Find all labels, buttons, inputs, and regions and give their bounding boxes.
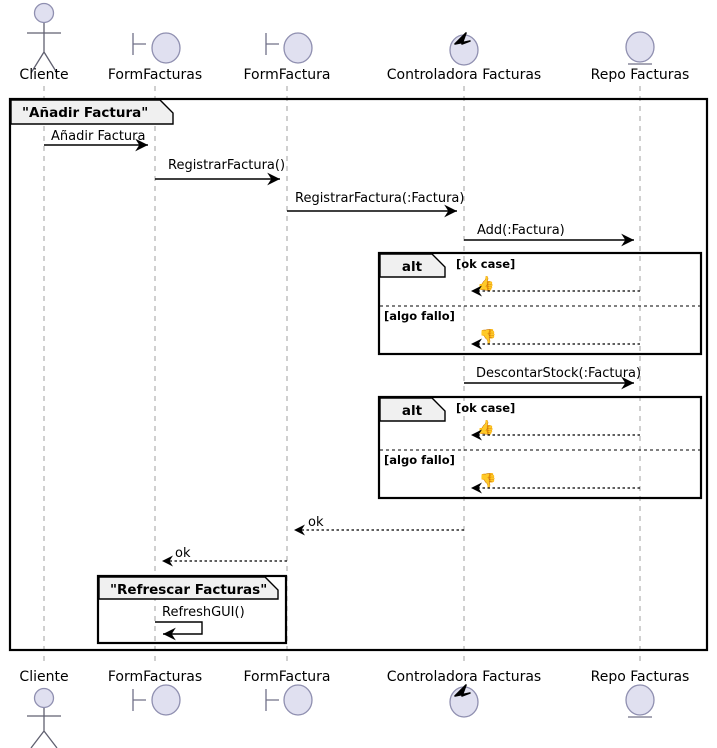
participant-head-cliente[interactable]: Cliente xyxy=(19,2,69,84)
frame-anadir-factura-label: "Añadir Factura" xyxy=(22,105,148,121)
participant-head-repo[interactable]: Repo Facturas xyxy=(591,31,690,83)
message-return-ok-formfactura[interactable]: ok xyxy=(162,546,287,567)
frame-refrescar-facturas[interactable]: "Refrescar Facturas" xyxy=(96,574,288,645)
alt-fragment-2-tab xyxy=(379,397,446,422)
uml-control-arrow-icon xyxy=(454,32,471,45)
alt-fragment-2-guard-2: [algo fallo] xyxy=(384,453,455,467)
alt-fragment-1-border xyxy=(377,251,703,356)
lifelines xyxy=(43,86,641,662)
uml-entity-icon xyxy=(625,684,655,716)
participant-label-controladora: Controladora Facturas xyxy=(387,67,541,83)
message-add-factura[interactable]: Add(:Factura) xyxy=(464,223,634,247)
uml-entity-icon xyxy=(625,31,655,63)
participant-head-controladora[interactable]: Controladora Facturas xyxy=(387,32,541,83)
participant-foot-controladora[interactable]: Controladora Facturas xyxy=(387,669,541,718)
frame-anadir-factura[interactable]: "Añadir Factura" xyxy=(8,97,709,652)
participant-label-formfacturas: FormFacturas xyxy=(108,67,202,83)
message-label-m2: RegistrarFactura() xyxy=(168,158,285,173)
message-label-m3: RegistrarFactura(:Factura) xyxy=(295,191,464,206)
frame-refrescar-facturas-tab xyxy=(98,576,279,600)
message-label-m11: ok xyxy=(175,546,191,561)
participant-label-formfactura: FormFactura xyxy=(243,67,330,83)
participant-label-formfacturas-bottom: FormFacturas xyxy=(108,669,202,685)
frame-refrescar-facturas-label: "Refrescar Facturas" xyxy=(110,582,267,598)
message-return-ok-2[interactable]: 👍 xyxy=(471,419,640,441)
message-label-m10: ok xyxy=(308,515,324,530)
actor-body-icon xyxy=(27,23,61,74)
uml-boundary-icon xyxy=(151,684,181,716)
participant-foot-formfacturas[interactable]: FormFacturas xyxy=(108,669,202,716)
actor-stick-figure-icon xyxy=(33,2,55,24)
alt-fragment-1-tab xyxy=(379,253,446,278)
actor-body-icon xyxy=(27,708,61,748)
alt-fragment-2[interactable]: alt [ok case] [algo fallo] xyxy=(377,395,703,500)
participant-label-formfactura-bottom: FormFactura xyxy=(243,669,330,685)
alt-fragment-2-border xyxy=(377,395,703,500)
participant-label-cliente: Cliente xyxy=(19,67,68,83)
uml-boundary-icon xyxy=(151,32,181,64)
participant-label-repo-bottom: Repo Facturas xyxy=(591,669,690,685)
uml-boundary-bar-icon xyxy=(132,689,146,711)
participant-label-controladora-bottom: Controladora Facturas xyxy=(387,669,541,685)
message-anadir-factura[interactable]: Añadir Factura xyxy=(44,129,148,152)
message-refreshgui-self[interactable]: RefreshGUI() xyxy=(155,605,245,641)
participant-foot-repo[interactable]: Repo Facturas xyxy=(591,669,690,718)
frame-anadir-factura-tab xyxy=(10,99,174,125)
message-return-ok-controladora[interactable]: ok xyxy=(294,515,464,536)
uml-boundary-bar-icon xyxy=(132,33,146,55)
uml-control-arrow-icon xyxy=(454,684,471,697)
message-return-ok-1[interactable]: 👍 xyxy=(471,275,640,297)
uml-boundary-icon xyxy=(283,32,313,64)
alt-fragment-2-guard-1: [ok case] xyxy=(456,401,515,415)
alt-fragment-1-operator: alt xyxy=(402,259,423,275)
message-return-fail-2[interactable]: 👎 xyxy=(471,472,640,494)
alt-fragment-2-operator: alt xyxy=(402,403,423,419)
actor-stick-figure-icon xyxy=(33,687,55,709)
frame-anadir-factura-border xyxy=(8,97,709,652)
frame-refrescar-facturas-border xyxy=(96,574,288,645)
message-label-m1: Añadir Factura xyxy=(51,129,146,144)
message-label-m4: Add(:Factura) xyxy=(477,223,565,238)
thumbs-down-icon: 👎 xyxy=(479,328,496,345)
message-label-m12: RefreshGUI() xyxy=(162,605,245,620)
participant-head-formfactura[interactable]: FormFactura xyxy=(243,32,331,83)
participant-head-formfacturas[interactable]: FormFacturas xyxy=(108,32,202,83)
participant-label-repo: Repo Facturas xyxy=(591,67,690,83)
uml-boundary-bar-icon xyxy=(265,689,279,711)
uml-boundary-icon xyxy=(283,684,313,716)
message-label-m7: DescontarStock(:Factura) xyxy=(476,366,641,381)
alt-fragment-1-guard-1: [ok case] xyxy=(456,257,515,271)
thumbs-up-icon: 👍 xyxy=(477,419,494,436)
message-arrow-m12 xyxy=(155,621,203,641)
alt-fragment-1-guard-2: [algo fallo] xyxy=(384,309,455,323)
participant-label-cliente-bottom: Cliente xyxy=(19,669,68,685)
message-return-fail-1[interactable]: 👎 xyxy=(471,328,640,350)
message-descontarstock[interactable]: DescontarStock(:Factura) xyxy=(464,366,641,390)
thumbs-down-icon: 👎 xyxy=(479,472,496,489)
uml-boundary-bar-icon xyxy=(265,33,279,55)
participant-foot-formfactura[interactable]: FormFactura xyxy=(243,669,331,716)
thumbs-up-icon: 👍 xyxy=(477,275,494,292)
message-registrarfactura-factura[interactable]: RegistrarFactura(:Factura) xyxy=(287,191,464,218)
alt-fragment-1[interactable]: alt [ok case] [algo fallo] xyxy=(377,251,703,356)
message-registrarfactura[interactable]: RegistrarFactura() xyxy=(155,158,285,186)
participant-foot-cliente[interactable]: Cliente xyxy=(19,669,69,748)
